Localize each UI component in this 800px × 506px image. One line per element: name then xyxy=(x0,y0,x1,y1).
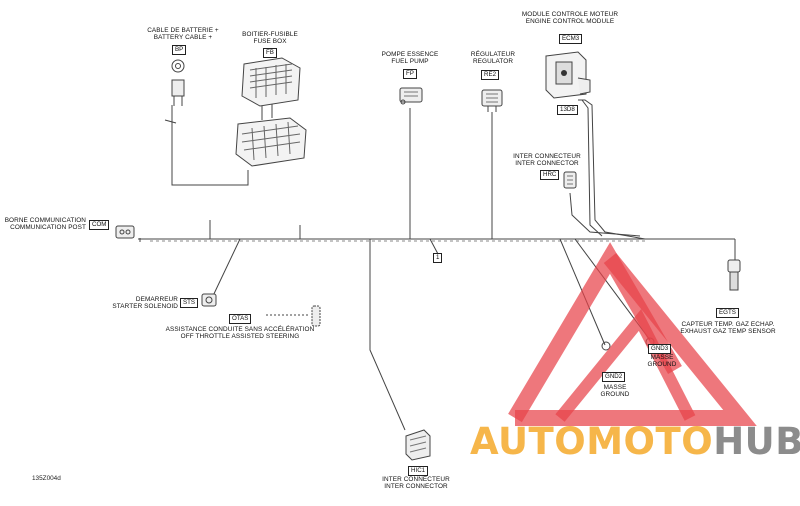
watermark-text: AUTOMOTOHUB xyxy=(470,420,800,463)
fuel-pump-connector-drawing xyxy=(399,87,423,105)
communication-post-drawing xyxy=(115,225,135,239)
gnd2-code: GND2 xyxy=(602,372,626,382)
egts-sensor-drawing xyxy=(727,259,741,291)
starter-code: STS xyxy=(180,298,199,308)
ecm-secondary-code: 13D8 xyxy=(557,105,578,115)
gnd3-code: GND3 xyxy=(648,344,672,354)
diagram-reference-code: 135Z004d xyxy=(32,475,61,482)
gnd2-label: MASSE GROUND xyxy=(600,384,630,399)
fuel-pump-label: POMPE ESSENCE FUEL PUMP xyxy=(381,51,439,66)
fuel-pump-code: FP xyxy=(403,69,417,79)
bottom-connector-wire xyxy=(369,239,406,431)
battery-cable-label: CABLE DE BATTERIE + BATTERY CABLE + xyxy=(147,27,219,42)
fuse-box-label: BOITIER-FUSIBLE FUSE BOX xyxy=(242,31,298,46)
inter-connector-bottom-code: HIC1 xyxy=(408,466,429,476)
ecm-wire xyxy=(578,99,646,240)
gnd2-ring-drawing xyxy=(601,341,611,351)
communication-post-label: BORNE COMMUNICATION COMMUNICATION POST xyxy=(4,217,86,232)
regulator-label: RÉGULATEUR REGULATOR xyxy=(470,51,516,66)
ecm-code: ECM3 xyxy=(559,34,583,44)
inter-connector-top-drawing xyxy=(563,171,577,189)
otas-code: OTAS xyxy=(229,314,252,324)
starter-wire xyxy=(211,238,241,299)
starter-label: DEMARREUR STARTER SOLENOID xyxy=(112,296,178,311)
gnd3-label: MASSE GROUND xyxy=(647,354,677,369)
ecm-drawing xyxy=(545,51,591,99)
battery-cable-code: BP xyxy=(172,45,187,55)
egts-label: CAPTEUR TEMP. GAZ ECHAP. EXHAUST GAZ TEM… xyxy=(680,321,776,336)
battery-cable-connector-drawing xyxy=(171,59,185,106)
fuse-box-drawing xyxy=(235,57,307,167)
otas-label: ASSISTANCE CONDUITE SANS ACCÉLÉRATION OF… xyxy=(165,326,315,341)
fuse-box-wire xyxy=(171,105,249,186)
inter-connector-bottom-drawing xyxy=(405,429,431,461)
inter-connector-top-code: HRC xyxy=(540,170,560,180)
inter-connector-bottom-label: INTER CONNECTEUR INTER CONNECTOR xyxy=(382,476,450,491)
starter-solenoid-drawing xyxy=(201,293,217,307)
ecm-label: MODULE CONTROLE MOTEUR ENGINE CONTROL MO… xyxy=(521,11,619,26)
communication-post-code: COM xyxy=(89,220,110,230)
regulator-connector-drawing xyxy=(481,89,503,112)
fuse-box-code: FB xyxy=(263,48,277,58)
otas-drawing xyxy=(311,305,321,327)
regulator-code: RE2 xyxy=(481,70,500,80)
splice-code: 1 xyxy=(433,253,443,263)
egts-code: EGTS xyxy=(716,308,739,318)
inter-connector-top-label: INTER CONNECTEUR INTER CONNECTOR xyxy=(513,153,581,168)
